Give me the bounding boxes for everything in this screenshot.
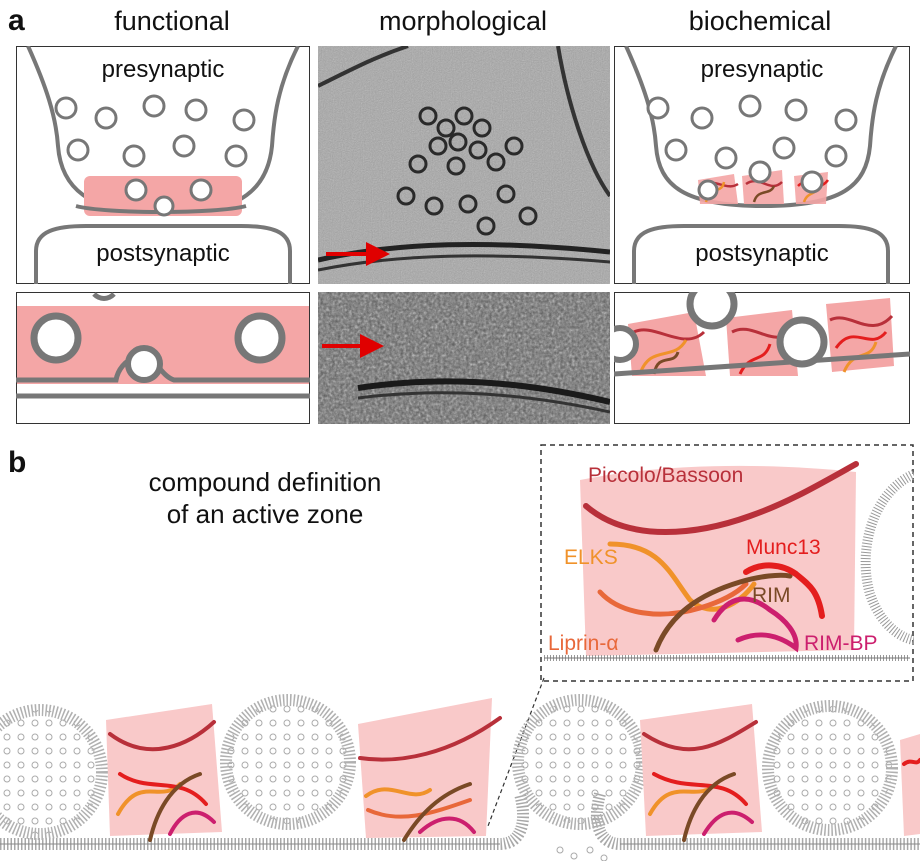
column-title-functional: functional	[114, 6, 230, 36]
label-elks: ELKS	[564, 546, 618, 569]
electron-micrograph-synapse	[318, 46, 610, 284]
postsynaptic-membrane	[34, 224, 292, 284]
functional-synapse-diagram	[16, 46, 310, 284]
rim-bp-strand	[711, 596, 799, 653]
postsynaptic-label-biochemical: postsynaptic	[695, 240, 829, 267]
panel-b-letter: b	[8, 446, 27, 479]
arrow-icon	[366, 242, 390, 266]
presynaptic-label-functional: presynaptic	[101, 56, 225, 83]
functional-zoom-diagram	[16, 292, 310, 424]
presynaptic-label-biochemical: presynaptic	[700, 56, 824, 83]
electron-micrograph-zoom	[318, 292, 610, 424]
column-title-morphological: morphological	[378, 6, 548, 36]
postsynaptic-label-functional: postsynaptic	[96, 240, 230, 267]
column-title-biochemical: biochemical	[688, 6, 832, 36]
bottom-vesicles	[0, 694, 898, 840]
panel-b-title-line1: compound definition	[148, 467, 382, 497]
liprin-strand	[597, 581, 749, 617]
label-liprin-alpha: Liprin-α	[548, 632, 619, 655]
munc13-strand	[743, 562, 825, 619]
panel-b-title-line2: of an active zone	[166, 499, 364, 529]
label-rim: RIM	[752, 584, 791, 607]
panel-a-letter: a	[8, 4, 25, 37]
active-zone-inset	[540, 444, 914, 682]
panel-b-title: compound definition of an active zone	[100, 466, 430, 530]
rim-strand	[653, 572, 793, 653]
label-piccolo-bassoon: Piccolo/Bassoon	[588, 464, 744, 487]
piccolo-bassoon-strand	[583, 461, 859, 535]
arrow-icon	[360, 334, 384, 358]
biochemical-synapse-diagram	[614, 46, 910, 284]
label-rim-bp: RIM-BP	[804, 632, 878, 655]
biochemical-zoom-diagram	[614, 292, 910, 424]
active-zone-membrane-illustration	[0, 694, 920, 861]
label-munc13: Munc13	[746, 536, 821, 559]
synaptic-vesicles	[54, 94, 256, 217]
